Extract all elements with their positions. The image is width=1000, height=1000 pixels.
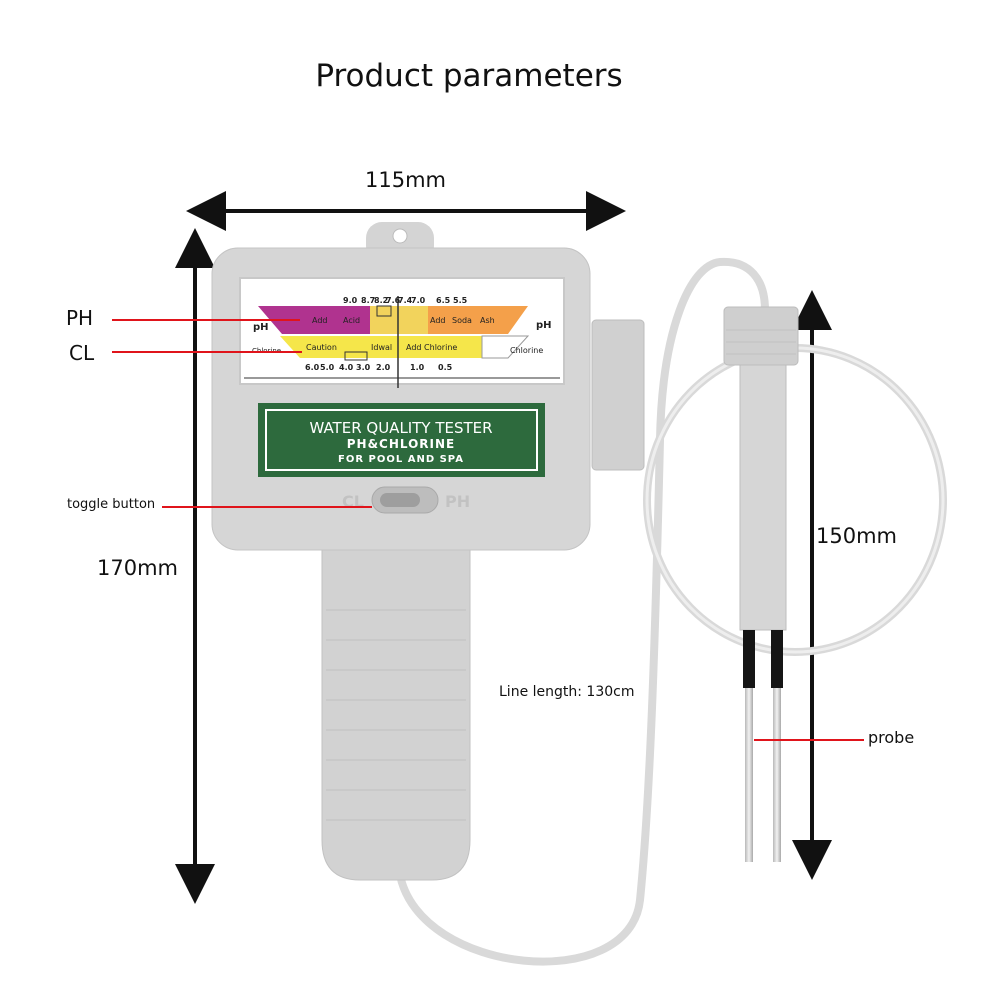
ph-add-right-1: Add <box>430 316 446 325</box>
cl-tick-3: 4.0 <box>339 363 354 372</box>
height-dimension-label: 170mm <box>97 556 178 580</box>
cl-callout-label: CL <box>69 341 95 365</box>
ph-tick-8: 5.5 <box>453 296 468 305</box>
cl-tick-2: 5.0 <box>320 363 335 372</box>
ph-add-right-2: Soda <box>452 316 472 325</box>
ph-tick-3: 8.2 <box>374 296 388 305</box>
ph-add-left-1: Add <box>312 316 328 325</box>
cl-add-text: Add Chlorine <box>406 343 457 352</box>
cl-tick-4: 3.0 <box>356 363 371 372</box>
cl-right-label: Chlorine <box>510 346 543 355</box>
probe <box>723 306 799 862</box>
ph-tick-7: 6.5 <box>436 296 451 305</box>
product-label-plate: WATER QUALITY TESTER PH&CHLORINE FOR POO… <box>258 403 545 477</box>
ph-tick-2: 8.7 <box>361 296 375 305</box>
callout-lines <box>112 319 864 741</box>
label-line-3: FOR POOL AND SPA <box>338 454 464 465</box>
ph-tick-4: 7.6 <box>386 296 401 305</box>
ph-tick-6: 7.0 <box>411 296 426 305</box>
cl-ideal-text: Idwal <box>371 343 392 352</box>
width-dimension-label: 115mm <box>365 168 446 192</box>
switch-cl-text: CL <box>342 492 364 511</box>
cl-tick-7: 0.5 <box>438 363 453 372</box>
switch-ph-text: PH <box>445 492 470 511</box>
ph-band-acid <box>258 306 370 334</box>
cl-tick-1: 6.0 <box>305 363 320 372</box>
ph-tick-5: 7.4 <box>398 296 413 305</box>
cl-tick-6: 1.0 <box>410 363 425 372</box>
label-line-2: PH&CHLORINE <box>347 437 456 451</box>
ph-band-ideal <box>370 306 428 334</box>
line-length-label: Line length: 130cm <box>499 684 635 700</box>
toggle-callout-label: toggle button <box>67 497 156 512</box>
side-clip <box>591 319 645 471</box>
scale-ph-label-right: pH <box>536 320 552 331</box>
scale-ph-label-left: pH <box>253 322 269 333</box>
label-line-1: WATER QUALITY TESTER <box>309 419 492 437</box>
page-title: Product parameters <box>315 58 623 94</box>
ph-tick-1: 9.0 <box>343 296 358 305</box>
ph-add-left-2: Acid <box>343 316 360 325</box>
ph-callout-label: PH <box>66 306 94 330</box>
cl-caution-text: Caution <box>306 343 337 352</box>
probe-callout-label: probe <box>868 728 915 747</box>
ph-add-right-3: Ash <box>480 316 495 325</box>
cl-tick-5: 2.0 <box>376 363 391 372</box>
ph-band-base <box>428 306 528 334</box>
cl-band <box>280 336 482 358</box>
